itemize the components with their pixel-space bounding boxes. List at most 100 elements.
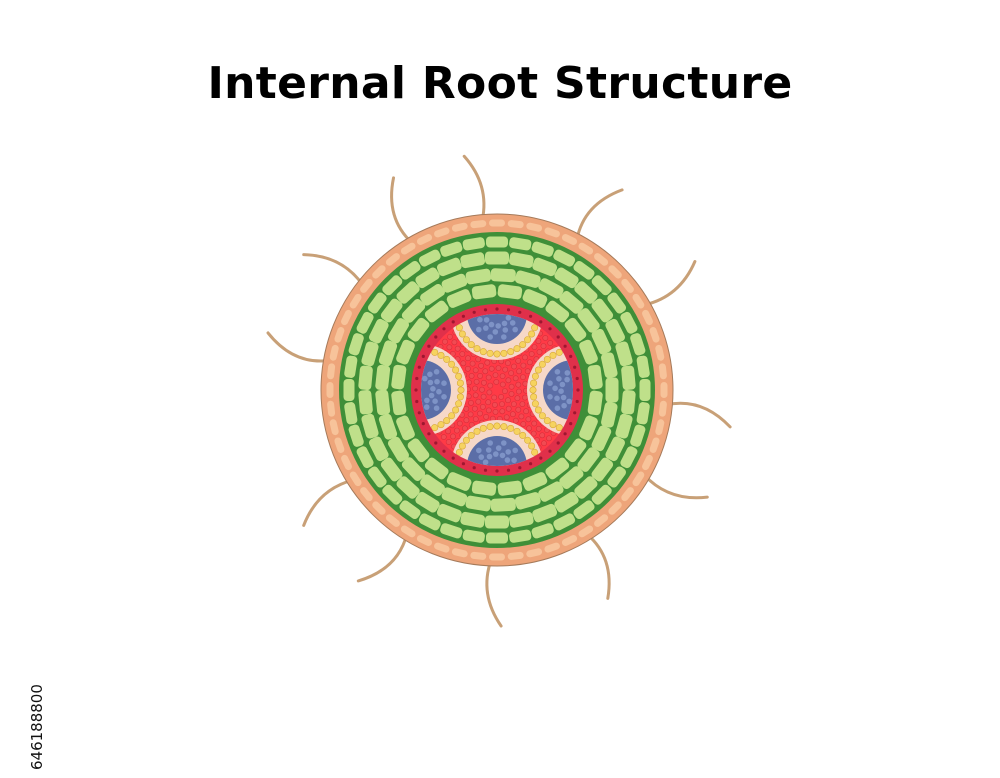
cortex-cell (418, 249, 441, 267)
cambium-cell (513, 427, 521, 435)
xylem-cell (498, 393, 504, 400)
phloem-cell (561, 402, 567, 409)
cortex-cell (554, 491, 579, 513)
phloem-cell (504, 457, 511, 463)
root-hair (664, 401, 732, 429)
cambium-cell (530, 379, 538, 387)
xylem-cell (463, 405, 470, 412)
epidermis-cell (544, 542, 560, 553)
cortex-cell (396, 415, 415, 441)
cortex-cell (579, 339, 598, 365)
cortex-cell (538, 481, 564, 502)
phloem-cell (554, 369, 561, 375)
epidermis-cell (594, 514, 609, 527)
cortex-cell (577, 447, 600, 472)
epidermis-cell (632, 471, 645, 487)
cortex-cell (621, 390, 636, 415)
xylem-cell (459, 351, 466, 357)
epidermis-cell (470, 551, 487, 560)
xylem-cell (501, 388, 508, 394)
xylem-cell (542, 335, 549, 341)
xylem-cell (535, 425, 542, 432)
pericycle-cell (442, 327, 446, 331)
cambium-cell (437, 421, 445, 429)
pericycle-cell (472, 310, 476, 314)
cambium-cell (462, 336, 470, 344)
pericycle-cell (427, 432, 431, 436)
phloem-cell (511, 457, 517, 464)
phloem-cell (505, 449, 512, 455)
xylem-cell (522, 394, 528, 401)
cortex-cell (553, 249, 576, 267)
phloem-cell (502, 327, 509, 333)
cambium-band (421, 344, 467, 436)
xylem-cell (484, 359, 491, 366)
xylem-cell (539, 432, 546, 439)
cortex-cell (514, 492, 541, 510)
epidermis-cell (594, 253, 609, 266)
pericycle-cell (434, 335, 438, 339)
xylem-cell (466, 379, 472, 386)
xylem-cell (461, 425, 468, 432)
cortex-cell (532, 503, 558, 523)
xylem-cell (446, 344, 453, 351)
xylem-cell (445, 428, 451, 435)
xylem-cell (499, 381, 506, 388)
cortex-cell (440, 241, 463, 257)
xylem-cell (453, 427, 460, 434)
cambium-cell (458, 330, 466, 338)
root-hair (356, 532, 409, 583)
cortex-cell (396, 281, 420, 304)
pericycle-cell (576, 388, 580, 392)
cambium-cell (524, 436, 532, 444)
xylem-cell (508, 383, 515, 390)
xylem-cell (523, 408, 529, 415)
pericycle-cell (421, 422, 425, 426)
cortex-cell (486, 532, 508, 544)
pericycle-cell (495, 307, 499, 311)
cortex-cell (564, 438, 587, 463)
pericycle-cell (539, 456, 543, 460)
cambium-cell (530, 393, 538, 401)
cortex-cell (559, 466, 584, 490)
phloem-cell (554, 395, 560, 402)
cambium-cell (555, 424, 563, 432)
xylem-cell (464, 365, 471, 372)
phloem-cell (433, 369, 440, 375)
cambium-cell (538, 412, 546, 420)
cambium-band (451, 420, 543, 466)
pericycle-cell (417, 411, 421, 415)
xylem-cell (510, 411, 516, 418)
xylem-cell (512, 375, 519, 382)
cortex-cell (573, 260, 595, 280)
pericycle-cell (417, 365, 421, 369)
cortex-cell (621, 365, 636, 390)
phloem-cell (558, 388, 564, 395)
cortex-cell (573, 500, 595, 520)
cortex-cell (348, 333, 364, 356)
cambium-cell (457, 386, 465, 394)
xylem-cell (468, 372, 475, 379)
cortex-cell (620, 311, 638, 334)
cortex-cell (639, 379, 651, 401)
xylem-cell (472, 392, 479, 399)
epidermis-cell (334, 327, 345, 343)
xylem-cell (515, 357, 522, 364)
xylem-cell (483, 413, 489, 420)
root-hair (642, 260, 697, 307)
epidermis-cell (470, 220, 487, 229)
xylem-cell (485, 407, 492, 414)
xylem-cell (520, 374, 526, 380)
cortex-cell (344, 355, 358, 378)
epidermis-cell (621, 278, 634, 293)
cambium-cell (458, 442, 466, 450)
cortex-cell (601, 352, 618, 379)
stock-image-id: 646188800 (28, 684, 46, 770)
epidermis-cell (526, 222, 543, 232)
epidermis-cell (434, 542, 450, 553)
cortex-cell (564, 317, 587, 342)
root-hair (642, 473, 709, 500)
xylem-cell (504, 360, 511, 366)
cortex-cell (554, 267, 579, 289)
cortex-cell (591, 275, 612, 296)
